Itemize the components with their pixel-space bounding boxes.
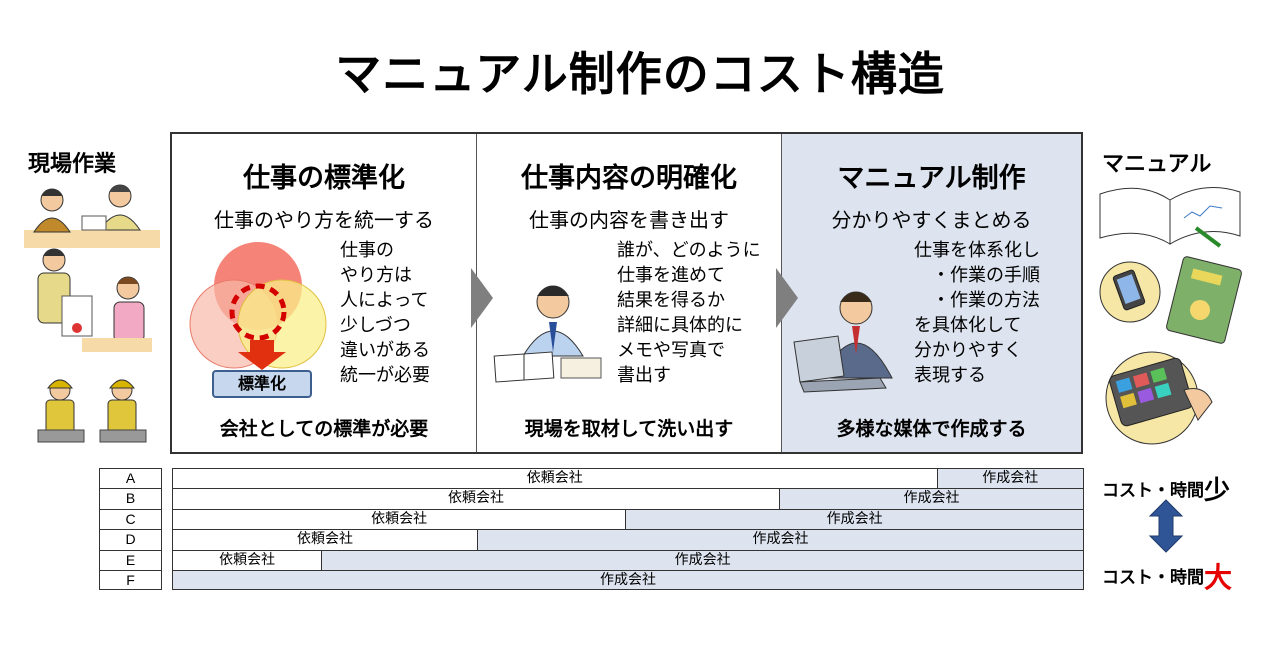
row-label: C bbox=[99, 508, 162, 530]
row-labels: A B C D E F bbox=[99, 468, 162, 591]
client-segment: 依頼会社 bbox=[173, 489, 780, 509]
manual-label: マニュアル bbox=[1102, 152, 1212, 177]
row-label: F bbox=[99, 569, 162, 591]
producer-segment: 作成会社 bbox=[173, 570, 1083, 590]
client-segment: 依頼会社 bbox=[173, 469, 937, 489]
bar-row: 依頼会社 作成会社 bbox=[172, 549, 1084, 570]
producer-segment: 作成会社 bbox=[625, 509, 1083, 530]
cost-time-low: コスト・時間少 bbox=[1102, 470, 1230, 507]
panel-footer: 現場を取材して洗い出す bbox=[524, 418, 734, 440]
cost-time-high: コスト・時間大 bbox=[1102, 556, 1232, 596]
client-segment: 依頼会社 bbox=[173, 509, 626, 530]
panel-subtitle: 仕事の内容を書き出す bbox=[529, 208, 729, 232]
process-panels: 仕事の標準化 仕事のやり方を統一する 標準化 仕事の やり方は 人によって 少し… bbox=[170, 132, 1083, 454]
field-work-illustration bbox=[24, 184, 160, 448]
inspection-people-icon bbox=[37, 248, 152, 352]
double-arrow-icon bbox=[1148, 499, 1184, 553]
panel-body: 仕事を体系化し ・作業の手順 ・作業の方法 を具体化して 分かりやすく 表現する bbox=[914, 240, 1040, 386]
bar-row: 依頼会社 作成会社 bbox=[172, 529, 1084, 550]
dashed-focus-circle bbox=[229, 283, 287, 341]
down-arrow-icon bbox=[238, 340, 286, 370]
panel-title: 仕事の標準化 bbox=[243, 163, 405, 194]
laptop-person-icon bbox=[793, 291, 893, 393]
chevron-right-icon bbox=[776, 268, 798, 328]
panel-footer: 多様な媒体で作成する bbox=[836, 418, 1027, 440]
panel-body: 誰が、どのように 仕事を進めて 結果を得るか 詳細に具体的に メモや写真で 書出… bbox=[617, 240, 761, 386]
open-book-icon bbox=[1099, 187, 1241, 248]
meeting-people-icon bbox=[24, 184, 160, 248]
bar-row: 依頼会社 作成会社 bbox=[172, 508, 1084, 530]
bar-row: 依頼会社 作成会社 bbox=[172, 468, 1084, 489]
producer-segment: 作成会社 bbox=[779, 489, 1083, 509]
manual-media-illustration bbox=[1099, 187, 1242, 445]
row-label: B bbox=[99, 488, 162, 509]
cost-high-mark: 大 bbox=[1204, 561, 1233, 594]
producer-segment: 作成会社 bbox=[321, 550, 1083, 570]
panel-title: 仕事内容の明確化 bbox=[521, 163, 737, 194]
cost-time-prefix: コスト・時間 bbox=[1102, 568, 1204, 588]
page-title: マニュアル制作のコスト構造 bbox=[335, 47, 945, 101]
panel-title: マニュアル制作 bbox=[837, 163, 1026, 194]
client-segment: 依頼会社 bbox=[173, 530, 477, 550]
panel-footer: 会社としての標準が必要 bbox=[219, 418, 429, 440]
bar-row: 作成会社 bbox=[172, 569, 1084, 591]
panel-manual-production: マニュアル制作 分かりやすくまとめる 仕事を体系化し ・作業の手順 ・作業の方法… bbox=[781, 134, 1081, 452]
row-label: A bbox=[99, 468, 162, 489]
panel-subtitle: 分かりやすくまとめる bbox=[831, 208, 1032, 232]
row-label: D bbox=[99, 529, 162, 550]
bar-row: 依頼会社 作成会社 bbox=[172, 488, 1084, 509]
responsibility-bars: 依頼会社 作成会社 依頼会社 作成会社 依頼会社 作成会社 依頼会社 作成会社 … bbox=[172, 468, 1084, 591]
smartphone-icon bbox=[1099, 261, 1161, 323]
standardization-badge: 標準化 bbox=[212, 370, 312, 398]
field-work-label: 現場作業 bbox=[28, 152, 117, 177]
printed-manual-icon bbox=[1166, 256, 1242, 344]
cost-low-mark: 少 bbox=[1204, 476, 1231, 506]
cost-time-prefix: コスト・時間 bbox=[1102, 481, 1204, 501]
producer-segment: 作成会社 bbox=[476, 530, 1083, 550]
writing-person-icon bbox=[493, 285, 602, 383]
tablet-icon bbox=[1105, 351, 1213, 445]
row-label: E bbox=[99, 549, 162, 570]
producer-segment: 作成会社 bbox=[936, 469, 1083, 489]
panel-body: 仕事の やり方は 人によって 少しづつ 違いがある 統一が必要 bbox=[340, 240, 430, 386]
client-segment: 依頼会社 bbox=[173, 550, 322, 570]
panel-standardization: 仕事の標準化 仕事のやり方を統一する 標準化 仕事の やり方は 人によって 少し… bbox=[172, 134, 476, 452]
panel-clarification: 仕事内容の明確化 仕事の内容を書き出す 誰が、どのように 仕事を進めて 結果を得… bbox=[476, 134, 781, 452]
panel-subtitle: 仕事のやり方を統一する bbox=[214, 208, 434, 232]
chevron-right-icon bbox=[471, 268, 493, 328]
factory-workers-icon bbox=[24, 372, 160, 448]
